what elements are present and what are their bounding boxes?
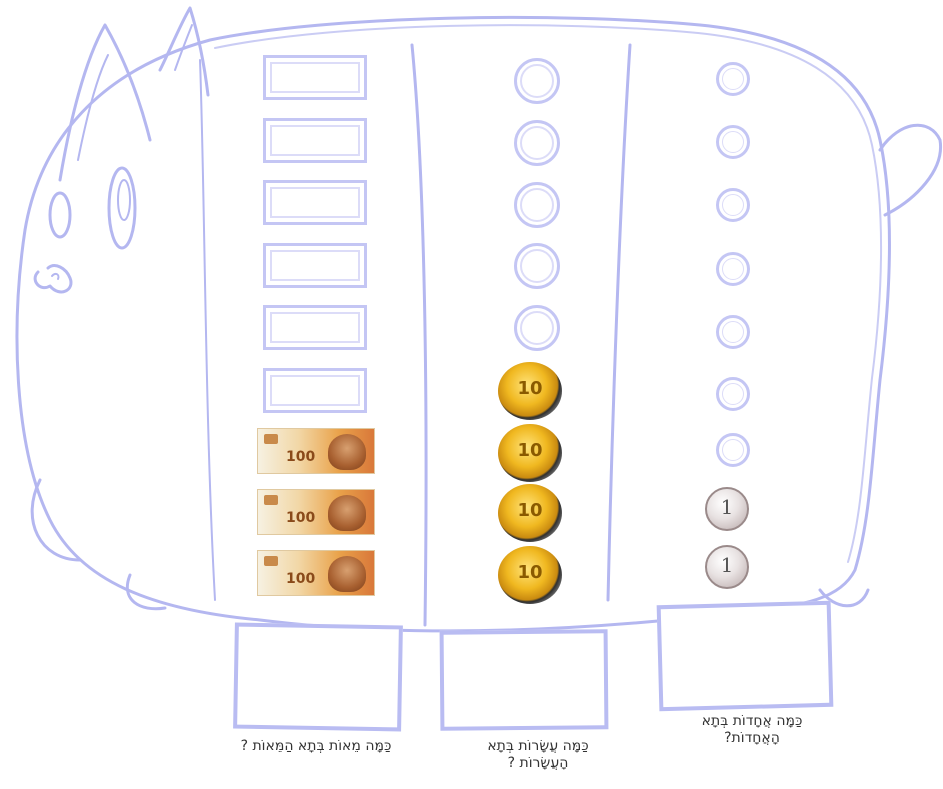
- question-hundreds: כַּמָּה מֵאוֹת בְּתָא הַמֵּאוֹת ?: [236, 738, 396, 755]
- empty-hundreds-slot: [263, 305, 367, 350]
- coin-value: 10: [498, 562, 562, 583]
- coin-10-icon: 10: [498, 362, 562, 420]
- coin-value: 10: [498, 500, 562, 521]
- coin-10-icon: 10: [498, 424, 562, 482]
- empty-hundreds-slot: [263, 243, 367, 288]
- coin-10-icon: 10: [498, 546, 562, 604]
- coin-value: 1: [707, 553, 747, 577]
- empty-hundreds-slot: [263, 180, 367, 225]
- banknote-value: 100: [286, 571, 315, 587]
- empty-ones-slot: [716, 188, 750, 222]
- question-ones: כַּמָּה אֲחָדוֹת בְּתָא הָאֲחָדוֹת?: [692, 713, 812, 747]
- empty-hundreds-slot: [263, 55, 367, 100]
- empty-ones-slot: [716, 315, 750, 349]
- coin-value: 10: [498, 378, 562, 399]
- coin-1-icon: 1: [705, 487, 749, 531]
- empty-ones-slot: [716, 125, 750, 159]
- empty-hundreds-slot: [263, 368, 367, 413]
- empty-ones-slot: [716, 433, 750, 467]
- coin-value: 1: [707, 495, 747, 519]
- question-tens: כַּמָּה עֲשָׂרוֹת בְּתָא הָעֲשָׂרוֹת ?: [478, 738, 598, 772]
- banknote-100-icon: 100: [257, 489, 375, 535]
- empty-ones-slot: [716, 377, 750, 411]
- empty-ones-slot: [716, 62, 750, 96]
- answer-box-hundreds[interactable]: [233, 623, 403, 732]
- empty-tens-slot: [514, 120, 560, 166]
- banknote-100-icon: 100: [257, 550, 375, 596]
- coin-10-icon: 10: [498, 484, 562, 542]
- empty-hundreds-slot: [263, 118, 367, 163]
- empty-tens-slot: [514, 182, 560, 228]
- answer-box-tens[interactable]: [440, 629, 609, 730]
- banknote-100-icon: 100: [257, 428, 375, 474]
- coin-1-icon: 1: [705, 545, 749, 589]
- banknote-value: 100: [286, 449, 315, 465]
- banknote-value: 100: [286, 510, 315, 526]
- empty-tens-slot: [514, 58, 560, 104]
- empty-tens-slot: [514, 243, 560, 289]
- answer-box-ones[interactable]: [657, 601, 834, 712]
- coin-value: 10: [498, 440, 562, 461]
- empty-tens-slot: [514, 305, 560, 351]
- empty-ones-slot: [716, 252, 750, 286]
